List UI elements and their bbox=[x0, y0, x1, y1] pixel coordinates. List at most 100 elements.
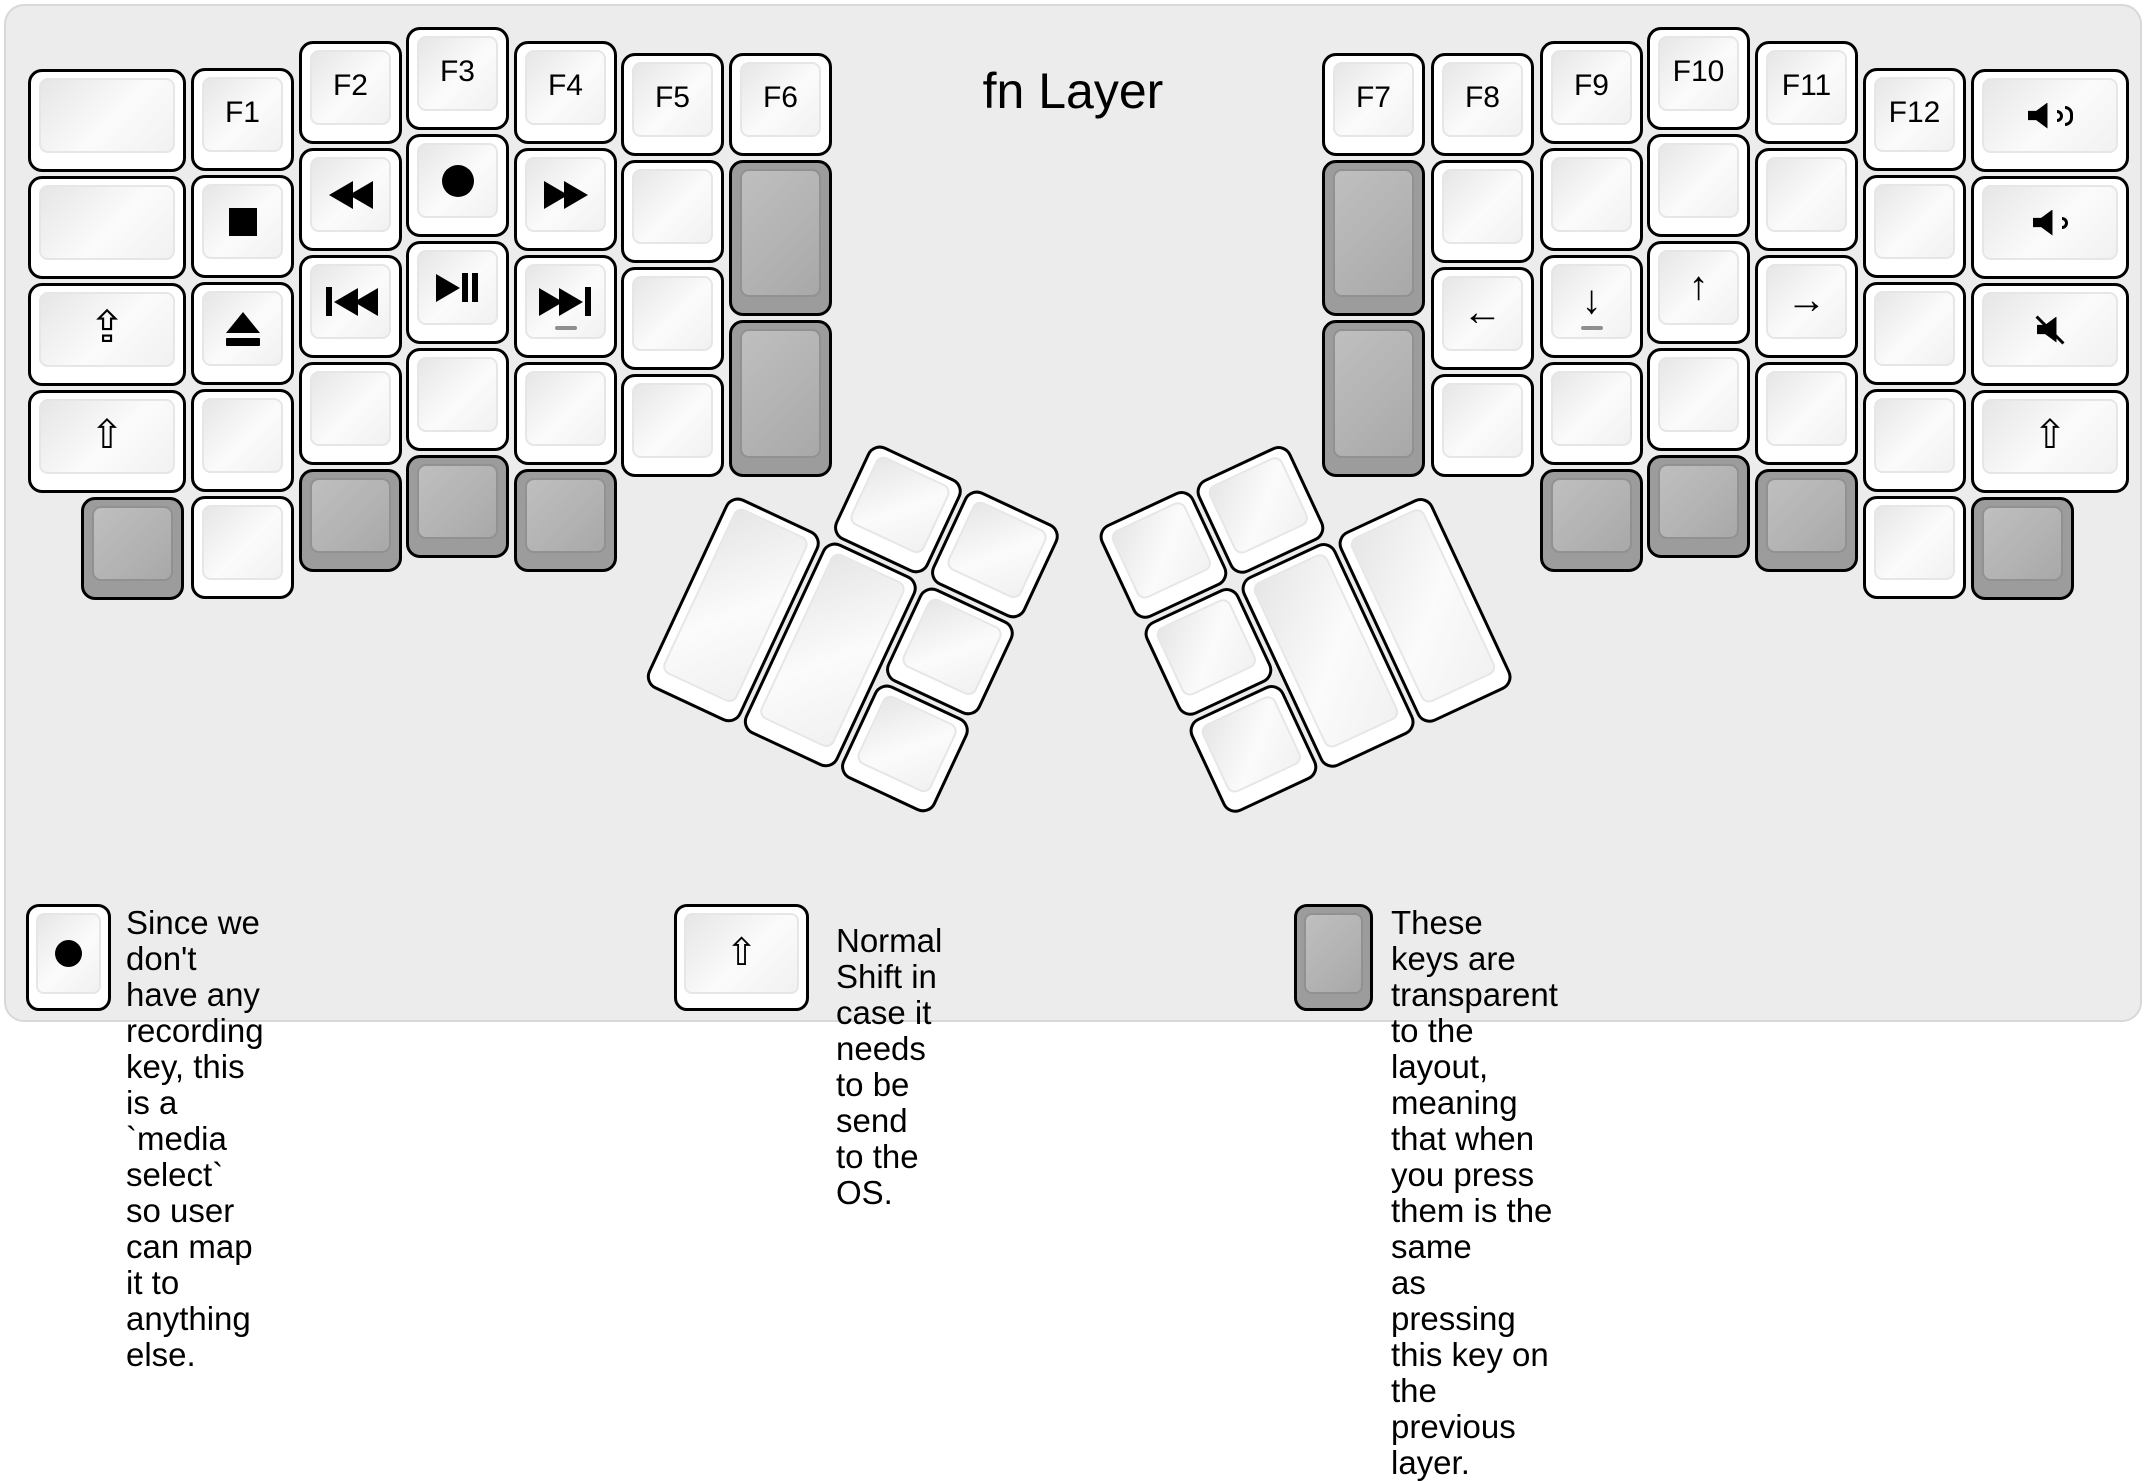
key-blank[interactable] bbox=[514, 362, 617, 465]
key-blank[interactable] bbox=[621, 267, 724, 370]
key-transparent[interactable] bbox=[1322, 320, 1425, 477]
f7-label: F7 bbox=[1355, 80, 1391, 114]
keytop: F9 bbox=[1551, 50, 1632, 125]
keytop: F2 bbox=[310, 50, 391, 125]
record-key-icon bbox=[26, 904, 111, 1011]
key-arrow-left[interactable]: ← bbox=[1431, 267, 1534, 370]
key-blank[interactable] bbox=[1755, 362, 1858, 465]
key-transparent[interactable] bbox=[81, 497, 184, 600]
key-blank[interactable] bbox=[1647, 134, 1750, 237]
shift-arrow-icon: ⇧ bbox=[725, 929, 758, 974]
key-blank[interactable] bbox=[299, 362, 402, 465]
key-blank[interactable] bbox=[1540, 362, 1643, 465]
key-transparent[interactable] bbox=[729, 160, 832, 316]
key-blank[interactable] bbox=[406, 348, 509, 451]
keytop: ⇧ bbox=[684, 913, 799, 994]
key-transparent[interactable] bbox=[1540, 469, 1643, 572]
key-eject[interactable] bbox=[191, 282, 294, 385]
key-blank[interactable] bbox=[1863, 175, 1966, 278]
key-blank[interactable] bbox=[1431, 160, 1534, 263]
key-f12[interactable]: F12 bbox=[1863, 68, 1966, 171]
key-f8[interactable]: F8 bbox=[1431, 53, 1534, 156]
keytop: ← bbox=[1442, 276, 1523, 351]
key-f3[interactable]: F3 bbox=[406, 27, 509, 130]
key-volume-up[interactable] bbox=[1971, 69, 2129, 172]
key-blank[interactable] bbox=[191, 389, 294, 492]
key-transparent[interactable] bbox=[1755, 469, 1858, 572]
key-blank[interactable] bbox=[1863, 389, 1966, 492]
key-blank[interactable] bbox=[1431, 374, 1534, 477]
key-f9[interactable]: F9 bbox=[1540, 41, 1643, 144]
mute-icon bbox=[2035, 315, 2065, 344]
keytop bbox=[1551, 478, 1632, 553]
key-arrow-down[interactable]: ↓ bbox=[1540, 255, 1643, 358]
f10-label: F10 bbox=[1672, 54, 1725, 88]
keytop bbox=[1658, 357, 1739, 432]
shift-key-icon: ⇧ bbox=[674, 904, 809, 1011]
key-blank[interactable] bbox=[621, 160, 724, 263]
key-transparent[interactable] bbox=[1647, 455, 1750, 558]
keytop: F8 bbox=[1442, 62, 1523, 137]
f12-label: F12 bbox=[1888, 95, 1941, 129]
keytop bbox=[525, 478, 606, 553]
key-shift-left[interactable]: ⇧ bbox=[28, 390, 186, 493]
f8-label: F8 bbox=[1464, 80, 1500, 114]
key-f6[interactable]: F6 bbox=[729, 53, 832, 156]
keytop: ⇧ bbox=[39, 399, 175, 474]
key-blank[interactable] bbox=[28, 176, 186, 279]
keytop bbox=[310, 371, 391, 446]
key-play-pause[interactable] bbox=[406, 241, 509, 344]
keytop bbox=[1766, 478, 1847, 553]
f2-label: F2 bbox=[332, 68, 368, 102]
keytop bbox=[310, 157, 391, 232]
key-arrow-right[interactable]: → bbox=[1755, 255, 1858, 358]
key-blank[interactable] bbox=[191, 496, 294, 599]
keytop bbox=[847, 453, 953, 557]
key-f2[interactable]: F2 bbox=[299, 41, 402, 144]
key-transparent[interactable] bbox=[299, 469, 402, 572]
key-caps-lock[interactable]: ⇪ bbox=[28, 283, 186, 386]
key-transparent[interactable] bbox=[514, 469, 617, 572]
key-arrow-up[interactable]: ↑ bbox=[1647, 241, 1750, 344]
key-blank[interactable] bbox=[1540, 148, 1643, 251]
key-skip-back[interactable] bbox=[299, 255, 402, 358]
key-rewind[interactable] bbox=[299, 148, 402, 251]
key-transparent[interactable] bbox=[406, 455, 509, 558]
vol-down-icon bbox=[2032, 209, 2068, 236]
key-volume-down[interactable] bbox=[1971, 176, 2129, 279]
keytop: ⇧ bbox=[1982, 399, 2118, 474]
key-transparent[interactable] bbox=[1322, 160, 1425, 316]
key-blank[interactable] bbox=[1863, 496, 1966, 599]
keytop bbox=[417, 143, 498, 218]
keytop bbox=[1982, 185, 2118, 260]
key-f11[interactable]: F11 bbox=[1755, 41, 1858, 144]
keytop bbox=[1304, 913, 1363, 994]
key-blank[interactable] bbox=[1755, 148, 1858, 251]
key-shift-right[interactable]: ⇧ bbox=[1971, 390, 2129, 493]
keytop bbox=[1658, 464, 1739, 539]
key-f1[interactable]: F1 bbox=[191, 68, 294, 171]
f1-label: F1 bbox=[224, 95, 260, 129]
key-blank[interactable] bbox=[1863, 282, 1966, 385]
key-transparent[interactable] bbox=[1971, 497, 2074, 600]
key-stop[interactable] bbox=[191, 175, 294, 278]
key-f7[interactable]: F7 bbox=[1322, 53, 1425, 156]
keytop bbox=[417, 357, 498, 432]
key-f4[interactable]: F4 bbox=[514, 41, 617, 144]
key-fast-forward[interactable] bbox=[514, 148, 617, 251]
key-blank[interactable] bbox=[621, 374, 724, 477]
f9-label: F9 bbox=[1573, 68, 1609, 102]
key-f10[interactable]: F10 bbox=[1647, 27, 1750, 130]
key-mute[interactable] bbox=[1971, 283, 2129, 386]
key-skip-forward[interactable] bbox=[514, 255, 617, 358]
keytop bbox=[1198, 693, 1304, 796]
f6-label: F6 bbox=[762, 80, 798, 114]
keytop bbox=[854, 692, 960, 796]
key-blank[interactable] bbox=[28, 69, 186, 172]
key-f5[interactable]: F5 bbox=[621, 53, 724, 156]
key-blank[interactable] bbox=[1647, 348, 1750, 451]
keytop bbox=[1874, 291, 1955, 366]
key-transparent[interactable] bbox=[729, 320, 832, 477]
keytop bbox=[944, 498, 1050, 602]
key-record[interactable] bbox=[406, 134, 509, 237]
